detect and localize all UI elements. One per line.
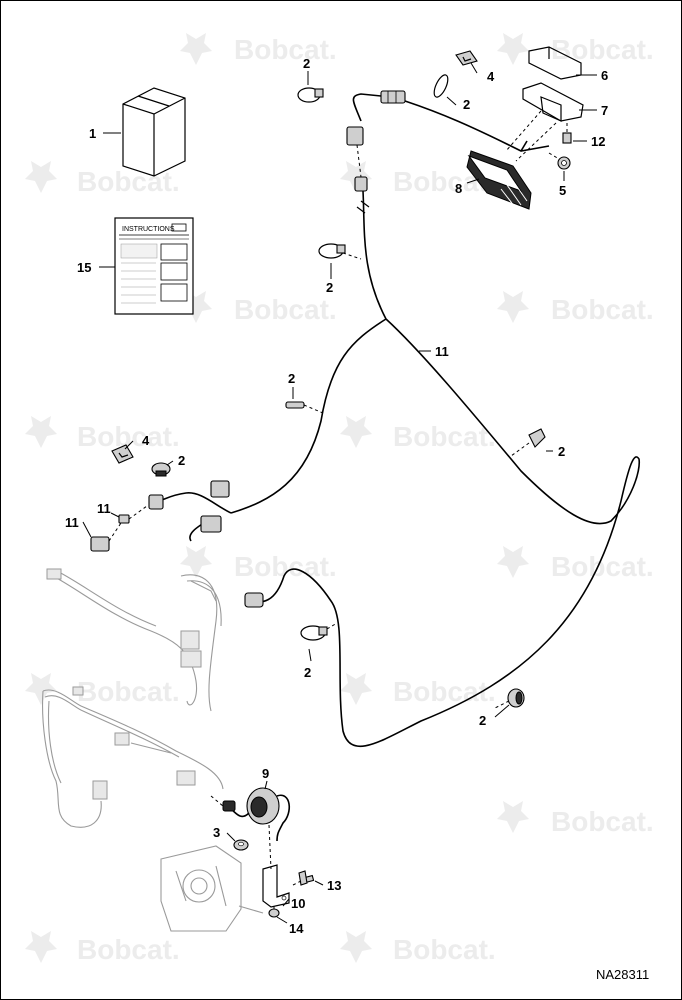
watermark-text: Bobcat.	[393, 676, 496, 707]
callout-14: 14	[289, 921, 304, 936]
part-5-nut	[548, 152, 571, 170]
callout-5: 5	[559, 183, 566, 198]
watermark-logo: Bobcat.	[25, 931, 180, 965]
callout-11: 11	[65, 515, 79, 530]
watermark-logo: Bobcat.	[25, 416, 180, 452]
callout-10: 10	[291, 896, 305, 911]
watermark-logo: Bobcat.	[180, 546, 337, 582]
part-3-nut	[233, 839, 249, 851]
part-13-bolt	[292, 870, 315, 886]
watermark-logo: Bobcat.	[497, 33, 654, 65]
callout-13: 13	[327, 878, 341, 893]
part-11-connector-housing	[90, 522, 122, 552]
callout-2: 2	[558, 444, 565, 459]
callout-11: 11	[435, 344, 449, 359]
watermark-logo: Bobcat.	[497, 546, 654, 582]
watermark-logo: Bobcat.	[340, 931, 496, 965]
callout-labels: 1 15 2 4 2 6 7 12 5 8 2 11 2 2 4 2 11 11…	[65, 56, 608, 936]
part-2-cable-tie	[300, 622, 338, 641]
callout-2: 2	[326, 280, 333, 295]
callout-2: 2	[463, 97, 470, 112]
part-15-instructions-sheet: INSTRUCTIONS	[114, 217, 194, 315]
plug-connector	[346, 126, 364, 146]
watermark-logo: Bobcat.	[497, 291, 654, 325]
watermark-logo: Bobcat.	[180, 33, 337, 65]
part-2-cable-tie	[297, 87, 324, 103]
watermark-text: Bobcat.	[77, 421, 180, 452]
branch-connector	[210, 480, 230, 498]
socket-connector	[354, 176, 368, 192]
part-10-bracket	[262, 864, 290, 908]
watermark-logo: Bobcat.	[340, 416, 496, 452]
watermark-text: Bobcat.	[551, 806, 654, 837]
callout-15: 15	[77, 260, 91, 275]
watermark-logo: Bobcat.	[25, 673, 180, 707]
instructions-title: INSTRUCTIONS	[122, 226, 175, 233]
watermark-text: Bobcat.	[551, 34, 654, 65]
part-2-pin-clip	[285, 401, 324, 414]
callout-2: 2	[288, 371, 295, 386]
part-4-mount	[455, 50, 478, 66]
part-2-push-clip	[151, 462, 171, 477]
machine-frame	[160, 845, 264, 932]
callout-2: 2	[303, 56, 310, 71]
watermark-text: Bobcat.	[234, 34, 337, 65]
part-9-alarm	[210, 787, 290, 842]
watermark-text: Bobcat.	[77, 166, 180, 197]
watermark-text: Bobcat.	[234, 294, 337, 325]
branch-connector	[200, 515, 222, 533]
drawing-number: NA28311	[596, 967, 649, 982]
left-connector	[148, 494, 164, 510]
break-mark	[356, 200, 370, 214]
watermark-logo: Bobcat.	[180, 291, 337, 325]
part-7-bracket	[522, 82, 584, 122]
part-2-push-clip	[492, 688, 525, 710]
callout-8: 8	[455, 181, 462, 196]
callout-2: 2	[178, 453, 185, 468]
watermark-text: Bobcat.	[77, 934, 180, 965]
watermark-text: Bobcat.	[393, 934, 496, 965]
inline-connector	[380, 90, 406, 104]
watermark-logo: Bobcat.	[340, 673, 496, 707]
watermark-logo: Bobcat.	[25, 161, 180, 197]
callout-12: 12	[591, 134, 605, 149]
watermark-text: Bobcat.	[393, 421, 496, 452]
callout-9: 9	[262, 766, 269, 781]
watermark-logo: Bobcat.	[497, 801, 654, 837]
part-11-terminal	[118, 505, 148, 524]
callout-2: 2	[479, 713, 486, 728]
watermark-text: Bobcat.	[234, 551, 337, 582]
callout-7: 7	[601, 103, 608, 118]
connector-boot	[244, 592, 264, 608]
part-1-box	[122, 87, 186, 177]
callout-6: 6	[601, 68, 608, 83]
part-2-cable-tie	[433, 74, 449, 98]
leader-lines	[82, 62, 597, 924]
part-2-push-clip	[510, 428, 546, 457]
harness-connectors	[148, 90, 406, 608]
bobcat-watermarks: Bobcat. Bobcat. Bobcat. Bobcat. Bobcat. …	[25, 33, 654, 965]
callout-2: 2	[304, 665, 311, 680]
part-14-nut	[268, 906, 280, 918]
callout-11: 11	[97, 501, 111, 516]
part-12-bolt	[562, 123, 572, 144]
existing-machine-harness	[42, 568, 224, 828]
callout-4: 4	[487, 69, 495, 84]
part-4-mount	[111, 444, 134, 464]
callout-3: 3	[213, 825, 220, 840]
callout-4: 4	[142, 433, 150, 448]
watermark-text: Bobcat.	[551, 294, 654, 325]
watermark-text: Bobcat.	[77, 676, 180, 707]
part-8-light	[466, 150, 532, 210]
callout-1: 1	[89, 126, 96, 141]
part-2-cable-tie	[318, 243, 362, 260]
